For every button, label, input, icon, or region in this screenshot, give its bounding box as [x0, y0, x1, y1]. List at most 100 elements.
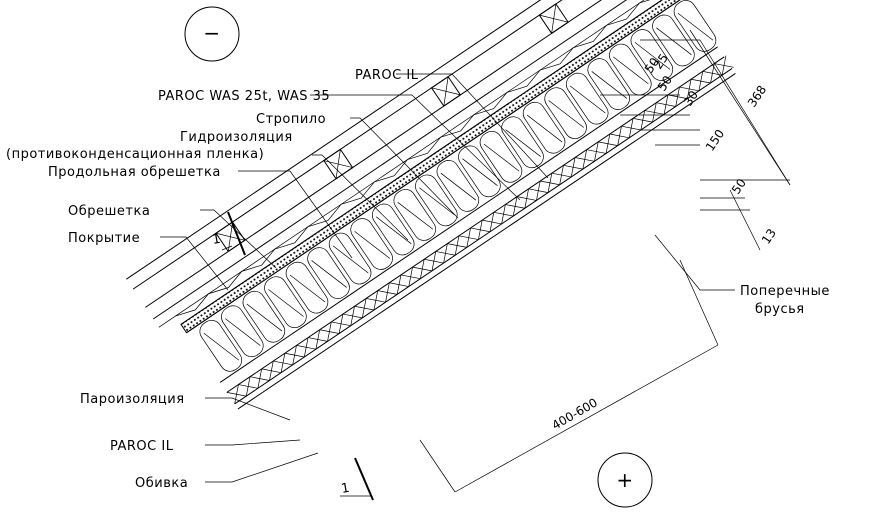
- insulation-roll: [609, 43, 652, 96]
- label-lining: Обивка: [135, 476, 188, 491]
- leader-lines: [160, 73, 735, 483]
- cross-hatch: [257, 368, 263, 389]
- cross-hatch: [303, 337, 309, 358]
- insulation-roll: [522, 101, 566, 154]
- cross-hatch: [501, 204, 506, 224]
- cross-hatch: [292, 345, 297, 365]
- insulation-hatch: [289, 274, 326, 303]
- cross-hatch: [315, 329, 321, 350]
- insulation-hatch: [462, 158, 498, 186]
- cross-hatch: [617, 126, 622, 146]
- cross-hatch: [582, 149, 587, 170]
- insulation-roll: [199, 319, 243, 372]
- insulation-roll: [415, 174, 458, 227]
- cross-hatch: [536, 180, 541, 201]
- insulation-rolls: [199, 0, 717, 372]
- insulation-roll: [328, 232, 372, 285]
- dim-368: 368: [745, 83, 769, 110]
- cross-hatch: [559, 165, 564, 185]
- cross-hatch: [628, 118, 634, 138]
- label-paroc-il-top: PAROC IL: [355, 68, 419, 83]
- insulation-hatch: [376, 216, 412, 245]
- label-batten: Обрешетка: [68, 204, 150, 219]
- cross-hatch: [698, 71, 704, 91]
- cross-hatch: [385, 282, 390, 303]
- slope-mark-bottom: 1: [340, 481, 351, 497]
- insulation-roll: [436, 160, 480, 212]
- cross-hatch: [443, 243, 448, 264]
- insulation-hatch: [332, 245, 369, 274]
- label-membrane: (противоконденсационная пленка): [6, 147, 264, 162]
- insulation-hatch: [419, 187, 455, 216]
- insulation-hatch: [548, 100, 584, 128]
- insulation-hatch: [505, 129, 541, 157]
- roof-layers: [126, 0, 736, 410]
- insulation-roll: [371, 203, 415, 256]
- insulation-hatch: [268, 289, 304, 317]
- cross-hatch: [652, 102, 657, 123]
- insulation-roll: [652, 14, 695, 67]
- insulation-roll: [565, 72, 609, 125]
- insulation-roll: [587, 58, 630, 110]
- label-paroc-il-bottom: PAROC IL: [110, 439, 174, 454]
- cross-hatch: [454, 235, 460, 256]
- label-paroc-was: PAROC WAS 25t, WAS 35: [158, 89, 330, 104]
- insulation-hatch: [203, 332, 240, 361]
- batten-cross: [551, 3, 557, 34]
- cross-hatch: [524, 188, 529, 209]
- section-mark-bottom: [354, 457, 374, 501]
- insulation-hatch: [569, 85, 606, 114]
- minus-marker-circle: [184, 6, 240, 62]
- plus-marker: +: [616, 468, 633, 492]
- cross-hatch: [489, 212, 495, 232]
- insulation-hatch: [613, 56, 649, 85]
- cross-hatch: [478, 220, 483, 240]
- insulation-hatch: [246, 303, 283, 332]
- dim-150: 150: [703, 127, 727, 154]
- insulation-roll: [221, 305, 264, 358]
- cross-hatch: [373, 290, 379, 311]
- cross-hatch: [710, 63, 715, 84]
- cross-hatch: [686, 79, 692, 99]
- cross-battens-pattern: [226, 55, 734, 405]
- insulation-hatch: [591, 71, 628, 99]
- insulation-hatch: [440, 172, 477, 201]
- insulation-hatch: [354, 231, 390, 259]
- label-covering: Покрытие: [68, 231, 140, 246]
- cross-hatch: [396, 274, 402, 295]
- insulation-roll: [501, 116, 544, 169]
- insulation-roll: [544, 87, 587, 140]
- insulation-hatch: [311, 260, 347, 288]
- dimension-lines: [419, 29, 791, 493]
- section-mark-top: [227, 211, 246, 256]
- cross-hatch: [245, 376, 251, 397]
- dim-50b: 50: [655, 73, 675, 93]
- cross-hatch: [570, 157, 576, 178]
- cross-hatch: [338, 314, 344, 334]
- cross-hatch: [605, 133, 611, 154]
- cross-hatch: [663, 94, 669, 115]
- cross-hatch: [721, 55, 727, 76]
- insulation-roll: [307, 247, 350, 299]
- insulation-roll: [458, 145, 501, 198]
- batten-cross: [335, 149, 341, 179]
- insulation-roll: [242, 290, 286, 343]
- cross-hatch: [675, 86, 680, 107]
- dim-spacing: 400-600: [550, 395, 600, 432]
- cross-hatch: [420, 259, 425, 279]
- insulation-roll: [264, 276, 307, 329]
- insulation-roll: [479, 130, 523, 183]
- insulation-roll: [285, 261, 329, 314]
- label-vapour-barrier: Пароизоляция: [80, 392, 185, 407]
- cross-hatch: [361, 298, 367, 318]
- insulation-hatch: [526, 114, 563, 143]
- insulation-hatch: [634, 42, 671, 70]
- insulation-roll: [393, 189, 437, 241]
- cross-hatch: [431, 251, 437, 271]
- insulation-hatch: [397, 202, 434, 230]
- insulation-roll: [350, 218, 393, 270]
- label-rafter: Стропило: [256, 112, 326, 127]
- label-counter-batten: Продольная обрешетка: [48, 165, 221, 180]
- insulation-hatch: [225, 318, 261, 346]
